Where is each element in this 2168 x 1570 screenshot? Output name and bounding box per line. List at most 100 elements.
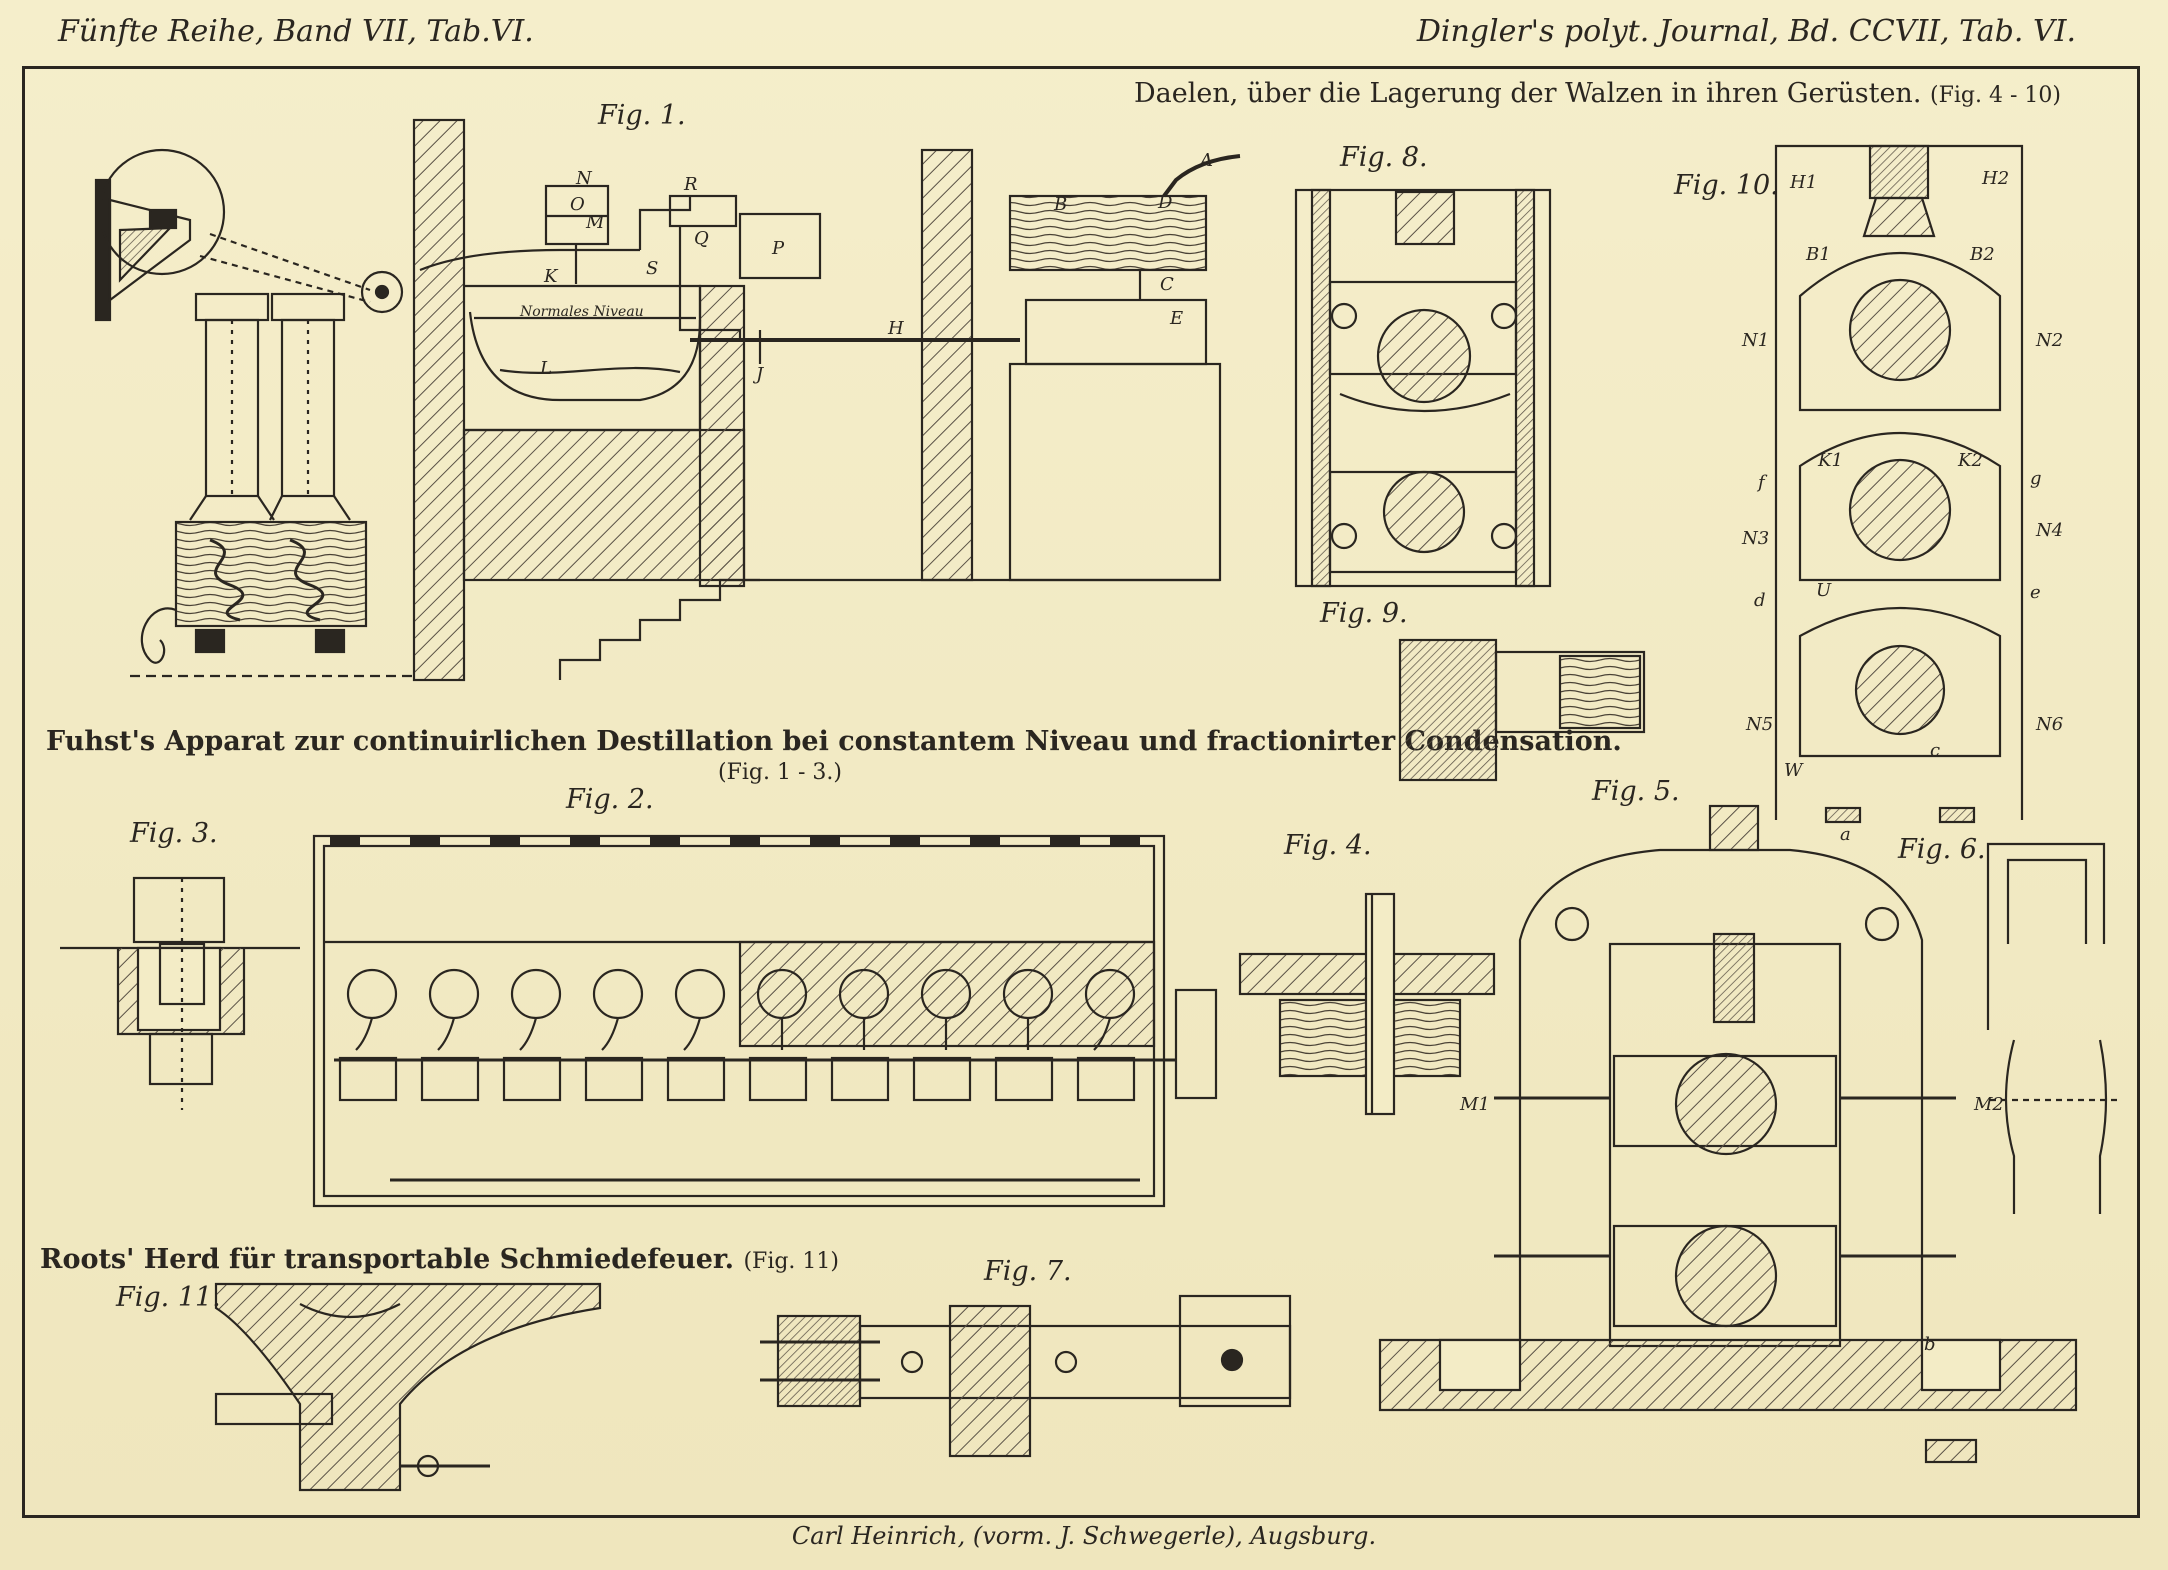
fig8-frame (1294, 188, 1552, 588)
fig9-chock (1494, 650, 1646, 734)
label-k2: K2 (1957, 450, 1983, 471)
label-m1: M1 (1459, 1094, 1490, 1115)
label-w: W (1784, 760, 1804, 781)
fig10-roll-1 (1848, 278, 1952, 382)
label-c: C (1160, 274, 1174, 295)
fig8-roll-upper (1376, 308, 1472, 404)
label-a-small: a (1840, 824, 1851, 845)
fig11-handle-knob (416, 1454, 440, 1478)
fig5-baseplate (1378, 1338, 2078, 1412)
fig1-column-cap-left (194, 292, 270, 322)
fig1-boiler (468, 311, 702, 402)
fig6-column (2004, 1039, 2108, 1214)
fig5-roll-upper (1674, 1052, 1778, 1156)
fig7-pin-1 (900, 1350, 924, 1374)
fig10-drawing (1774, 144, 2024, 824)
fig8-post-right (1514, 188, 1536, 588)
label-l: L (539, 358, 552, 379)
fig10-foot-right (1938, 806, 1976, 824)
fig9-drawing (1398, 638, 1646, 782)
label-k1: K1 (1817, 450, 1843, 471)
fig7-pin-2 (1054, 1350, 1078, 1374)
label-n4: N4 (2035, 520, 2063, 541)
fig10-label: Fig. 10. (1674, 170, 1779, 201)
fig1-inlet-pipe-a (1162, 154, 1241, 198)
fig5-screw (1712, 932, 1756, 1024)
fig8-hole-1 (1330, 302, 1358, 330)
fig8-post-left (1310, 188, 1332, 588)
fig1-wall-middle (698, 284, 746, 588)
fig1-label: Fig. 1. (598, 100, 686, 131)
label-j: J (752, 364, 765, 385)
fig5-label: Fig. 5. (1592, 776, 1680, 807)
title-roots-text: Roots' Herd für transportable Schmiedefe… (40, 1244, 735, 1275)
title-daelen-text: Daelen, über die Lagerung der Walzen in … (1134, 78, 1922, 109)
label-f-small: f (1756, 472, 1768, 493)
label-n3: N3 (1741, 528, 1769, 549)
label-n: N (575, 168, 593, 189)
fig7-end-block (1178, 1294, 1292, 1408)
fig3-label: Fig. 3. (130, 818, 218, 849)
fig3-seal-a (158, 942, 206, 1006)
label-n2: N2 (2035, 330, 2063, 351)
fig8-saddle-u (1339, 392, 1511, 413)
fig7-label: Fig. 7. (984, 1256, 1072, 1287)
fig10-roll-3 (1854, 644, 1946, 736)
fig7-pin-3 (1220, 1348, 1244, 1372)
fig1-wall-right (920, 148, 974, 582)
fig11-hearth (214, 1282, 602, 1492)
fig1-wall-plate (94, 178, 112, 322)
fig1-tub-foot-left (194, 628, 226, 654)
fig1-outlet-pipe (140, 607, 177, 664)
fig1-belt-top (209, 232, 371, 292)
fig5-bolt-right (1864, 906, 1900, 942)
label-o: O (570, 194, 585, 215)
fig1-tank-b (1008, 194, 1208, 272)
fig1-small-pulley-axle (374, 284, 390, 300)
label-b2: B2 (1969, 244, 1995, 265)
title-daelen-ref: (Fig. 4 - 10) (1930, 83, 2061, 108)
label-p: P (771, 238, 785, 259)
fig7-drawing (760, 1294, 1292, 1458)
fig1-small-pulley (360, 270, 404, 314)
fig10-chock-top (1798, 251, 2002, 412)
plate-frame (22, 66, 2140, 1518)
fig3-drawing (60, 876, 300, 1110)
fig3-top-pipe (132, 876, 226, 944)
fig7-block-left (776, 1314, 862, 1408)
label-q: Q (694, 228, 709, 249)
fig10-screw-nut (1862, 196, 1936, 238)
fig4-spindle (1364, 892, 1396, 1116)
fig8-hole-3 (1330, 522, 1358, 550)
label-n1: N1 (1741, 330, 1769, 351)
label-c-small: c (1930, 740, 1940, 761)
fig11-drawing (214, 1282, 602, 1492)
fig5-roll-lower (1674, 1224, 1778, 1328)
fig8-hole-4 (1490, 522, 1518, 550)
fig8-hole-2 (1490, 302, 1518, 330)
label-d: D (1157, 192, 1173, 213)
label-e-small: e (2030, 582, 2041, 603)
label-h: H (887, 318, 904, 339)
label-m2: M2 (1973, 1094, 2004, 1115)
fig1-tub-foot-right (314, 628, 346, 654)
header-right: Dingler's polyt. Journal, Bd. CCVII, Tab… (1416, 14, 2076, 49)
fig10-chock-bottom (1798, 607, 2002, 758)
label-n5: N5 (1745, 714, 1773, 735)
fig6-drawing (1986, 842, 2120, 1214)
label-n6: N6 (2035, 714, 2063, 735)
label-b1: B1 (1805, 244, 1831, 265)
fig10-foot-left (1824, 806, 1862, 824)
fig11-hearth-pan (299, 1303, 401, 1318)
label-d-small: d (1754, 590, 1766, 611)
header-left: Fünfte Reihe, Band VII, Tab.VI. (58, 14, 534, 49)
fig5-base-feet (1438, 1338, 2002, 1392)
lettering: Normales Niveau A B C D E H J K L M N O … (519, 150, 2063, 1355)
fig1-column-cap-right (270, 292, 346, 322)
fig4-drawing (1238, 892, 1496, 1116)
fig1-stairs (558, 578, 760, 680)
fig11-tuyere-pipe (214, 1392, 334, 1426)
fig1-support-block (1008, 362, 1222, 582)
fig1-valve-r (668, 194, 738, 228)
